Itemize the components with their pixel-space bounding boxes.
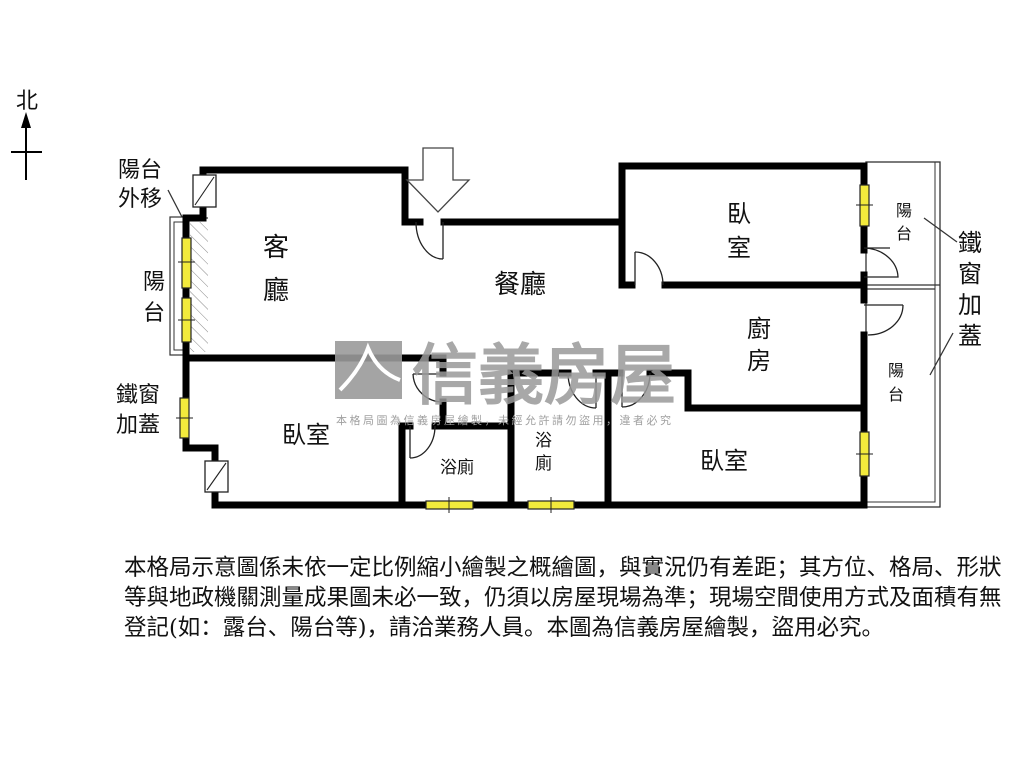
- label-west-balcony-2: 台: [143, 301, 165, 326]
- label-se-bedroom: 臥室: [700, 447, 748, 475]
- utility-box-south: [204, 460, 229, 493]
- watermark-brand: 信義房屋: [412, 337, 676, 414]
- note-iron-window-west-2: 加蓋: [116, 413, 160, 438]
- note-iron-window-east-2: 窗: [958, 260, 982, 288]
- window-sw-bedroom: [176, 397, 193, 439]
- note-balcony-moved-2: 外移: [118, 187, 162, 212]
- walls: [182, 162, 868, 509]
- window-bath-1: [425, 497, 474, 513]
- note-iron-window-west-1: 鐵窗: [116, 383, 160, 408]
- door-bath-1: [409, 425, 436, 459]
- disclaimer-text: 本格局示意圖係未依一定比例縮小繪製之概繪圖，與實況仍有差距；其方位、格局、形狀等…: [124, 555, 1002, 641]
- label-kitchen-1: 廚: [747, 315, 771, 343]
- door-bath-2: [567, 372, 597, 409]
- windows: [176, 184, 873, 513]
- label-east-balcony-lower-1: 陽: [888, 361, 904, 380]
- label-bath-1: 浴廁: [440, 457, 474, 478]
- label-bath-2-1: 浴: [535, 431, 552, 451]
- label-ne-bedroom-2: 室: [727, 234, 751, 262]
- label-west-balcony-1: 陽: [143, 270, 165, 295]
- door-kitchen-balcony: [864, 304, 904, 336]
- leader-lines: [167, 189, 958, 376]
- watermark-notice: 本格局圖為信義房屋繪製，未經允許請勿盜用，違者必究: [336, 413, 674, 427]
- door-sw-bedroom: [412, 373, 444, 403]
- label-sw-bedroom: 臥室: [282, 421, 330, 449]
- window-bath-2: [527, 497, 575, 513]
- note-balcony-moved-1: 陽台: [118, 158, 162, 183]
- window-west-upper: [178, 237, 195, 289]
- label-bath-2-2: 廁: [535, 453, 552, 474]
- label-east-balcony-upper-1: 陽: [896, 201, 912, 220]
- label-living-room-2: 廳: [263, 276, 289, 306]
- label-east-balcony-lower-2: 台: [888, 385, 904, 404]
- annotations: 陽台 外移 鐵窗 加蓋 鐵 窗 加 蓋: [116, 158, 982, 438]
- door-ne-bedroom: [634, 251, 664, 286]
- note-iron-window-east-4: 蓋: [958, 322, 982, 350]
- doors: [409, 221, 904, 459]
- window-west-lower: [178, 297, 195, 343]
- note-iron-window-east-1: 鐵: [958, 229, 982, 257]
- door-ne-balcony: [863, 247, 899, 278]
- north-arrow-icon: [21, 112, 31, 128]
- label-living-room-1: 客: [263, 233, 289, 263]
- note-iron-window-east-3: 加: [958, 291, 982, 319]
- utility-box-north: [192, 174, 217, 208]
- label-dining-room: 餐廳: [494, 270, 546, 300]
- label-kitchen-2: 房: [747, 347, 771, 375]
- room-labels: 客 廳 餐廳 臥 室 廚 房 臥室 浴廁 浴 廁 臥室 陽 台 陽 台 陽 台: [143, 200, 912, 478]
- watermark: 信義房屋 本格局圖為信義房屋繪製，未經允許請勿盜用，違者必究: [335, 337, 676, 427]
- compass: 北: [11, 89, 42, 180]
- compass-north-label: 北: [16, 89, 38, 114]
- label-ne-bedroom-1: 臥: [727, 200, 751, 228]
- window-ne-bedroom: [856, 184, 873, 227]
- window-se-bedroom: [856, 431, 873, 477]
- entrance-arrow-icon: [405, 147, 471, 213]
- door-se-bedroom: [621, 372, 651, 408]
- entrance-door: [415, 221, 444, 260]
- label-east-balcony-upper-2: 台: [896, 224, 912, 243]
